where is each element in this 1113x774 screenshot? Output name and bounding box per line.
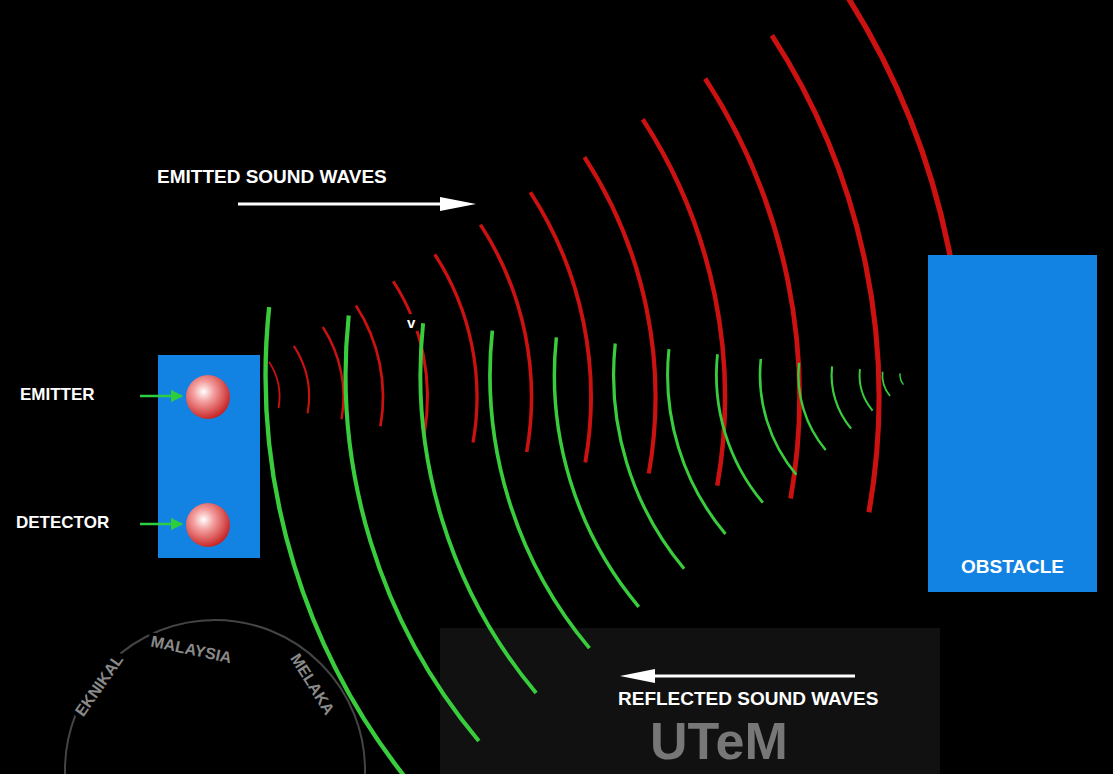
wave-arc [760,359,796,475]
wave-arc [266,307,418,774]
wave-arc [530,192,591,462]
emitter-sphere [186,375,230,419]
pointer-arrow [140,395,182,398]
pointer-arrow [140,523,182,526]
wave-arc [860,369,873,410]
wave-arc [668,349,726,534]
wave-arc [269,362,279,408]
wave-arc [294,346,309,414]
wave-arc [832,366,852,428]
wave-arc [882,372,890,396]
wave-arc [554,337,638,606]
wave-arc [798,363,825,450]
watermark: MALAYSIA [146,632,236,668]
wave-arc [480,225,531,452]
direction-arrow-head [440,197,476,211]
wave-arc [584,157,655,473]
wave-arc [435,254,477,442]
wave-arc [490,331,589,649]
velocity-symbol: v [404,314,418,331]
node-label: OBSTACLE [961,556,1064,578]
wave-arc [323,327,344,419]
wave-arc [643,119,725,485]
wave-arc [772,35,879,512]
wave-arc [614,343,685,568]
emitted-waves [249,0,964,527]
direction-arrow [650,675,855,678]
part-label: DETECTOR [16,513,109,533]
wave-arc [716,354,762,502]
wave-arc [705,79,799,499]
part-label: EMITTER [20,385,95,405]
wave-arc [356,306,383,427]
direction-arrow-head [620,669,655,683]
wave-arc [420,323,536,693]
detector-sphere [186,503,230,547]
direction-arrow [238,203,445,206]
sensor-housing [158,355,260,558]
reflected-waves [266,307,904,774]
wave-arc [346,315,479,741]
watermark-panel [440,628,940,774]
wave-label: EMITTED SOUND WAVES [157,166,387,188]
wave-arc [900,373,904,384]
watermark-ring [65,620,365,774]
watermark: EKNIKAL [70,649,129,723]
watermark: UTeM [650,712,788,772]
wave-label: REFLECTED SOUND WAVES [618,688,878,710]
obstacle-box: OBSTACLE [928,255,1097,592]
